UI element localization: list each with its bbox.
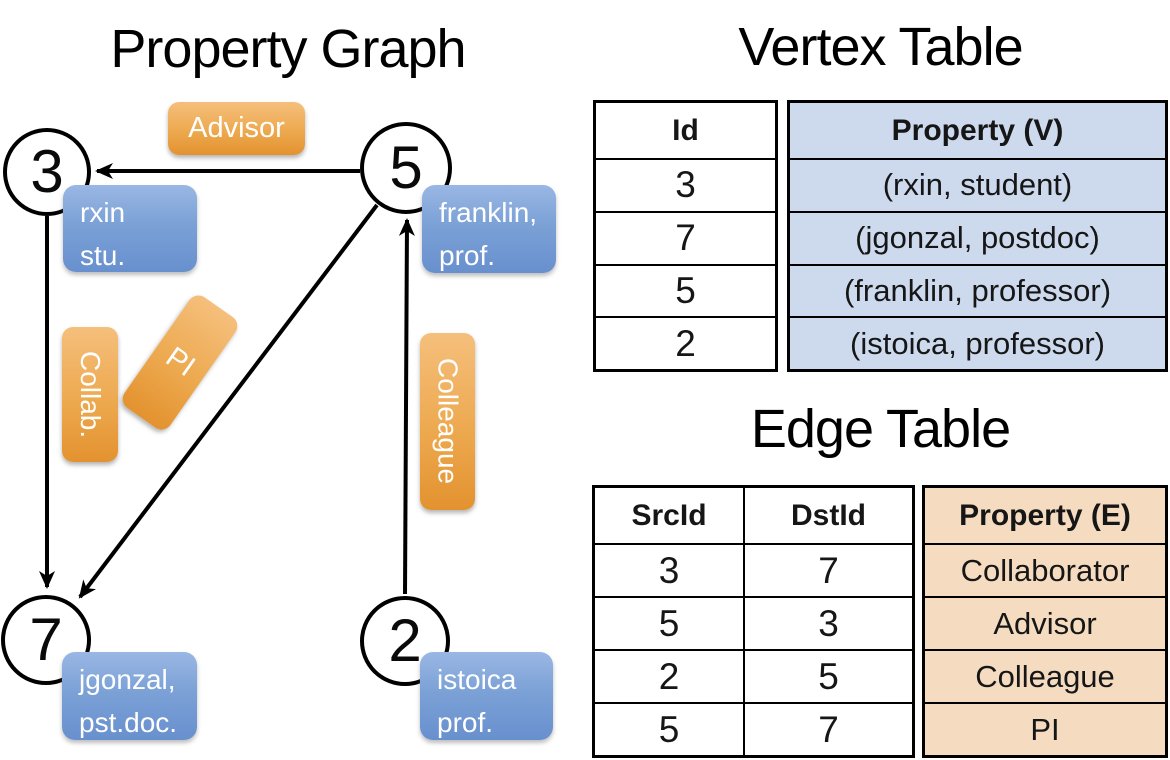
node-id-label: 3 <box>30 138 64 205</box>
vertex-table-title: Vertex Table <box>738 17 1023 77</box>
edge-dst-cell: 5 <box>743 649 912 702</box>
node-id-label: 2 <box>388 607 422 674</box>
edge-property-cell: Colleague <box>925 649 1165 702</box>
edge-table-property-column: Property (E) Collaborator Advisor Collea… <box>922 485 1168 758</box>
vertex-id-cell: 2 <box>596 316 775 369</box>
edge-src-cell: 2 <box>595 649 743 702</box>
vertex-box-rxin: rxin stu. <box>63 185 197 272</box>
vertex-table-property-column: Property (V) (rxin, student) (jgonzal, p… <box>787 100 1168 372</box>
graph-node-5: 5 <box>360 122 452 214</box>
vertex-property-cell: (franklin, professor) <box>790 263 1165 317</box>
edge-table-header-dstid: DstId <box>743 488 912 543</box>
graph-edges-canvas <box>39 163 415 599</box>
edge-table-title: Edge Table <box>750 399 1011 459</box>
edge-dst-cell: 3 <box>743 596 912 649</box>
edge-pi-5-to-7 <box>78 203 379 599</box>
vertex-table-id-column: Id 3 7 5 2 <box>593 100 778 372</box>
vertex-property-cell: (istoica, professor) <box>790 316 1165 369</box>
vertex-table-header-id: Id <box>672 113 699 147</box>
edge-src-cell: 5 <box>595 596 743 649</box>
vertex-id-cell: 5 <box>596 263 775 317</box>
edge-badge-advisor: Advisor <box>168 102 305 155</box>
edge-property-cell: PI <box>925 702 1165 755</box>
edge-table-header-srcid: SrcId <box>631 498 707 532</box>
vertex-box-istoica: istoica prof. <box>420 652 553 740</box>
vertex-box-franklin: franklin, prof. <box>422 185 556 273</box>
edge-badge-collab: Collab. <box>62 327 118 462</box>
edge-table-header-property: Property (E) <box>959 498 1131 532</box>
edge-table-id-columns: SrcId DstId 3 7 5 3 2 5 5 7 <box>592 485 915 758</box>
edge-dst-cell: 7 <box>743 543 912 596</box>
node-id-label: 5 <box>389 134 423 201</box>
edge-badge-colleague: Colleague <box>420 333 475 510</box>
vertex-table-header-property: Property (V) <box>891 113 1064 147</box>
node-id-label: 7 <box>29 606 63 673</box>
edge-colleague-2-to-5 <box>398 218 415 595</box>
vertex-property-cell: (jgonzal, postdoc) <box>790 210 1165 264</box>
vertex-box-jgonzal: jgonzal, pst.doc. <box>62 652 197 740</box>
graph-node-2: 2 <box>360 596 450 686</box>
property-graph-title: Property Graph <box>110 19 466 79</box>
vertex-id-cell: 3 <box>596 158 775 211</box>
edge-src-cell: 3 <box>595 543 743 596</box>
vertex-id-cell: 7 <box>596 210 775 264</box>
vertex-property-cell: (rxin, student) <box>790 158 1165 211</box>
edge-property-cell: Collaborator <box>925 543 1165 596</box>
edge-src-cell: 5 <box>595 702 743 755</box>
edge-property-cell: Advisor <box>925 596 1165 649</box>
edge-dst-cell: 7 <box>743 702 912 755</box>
